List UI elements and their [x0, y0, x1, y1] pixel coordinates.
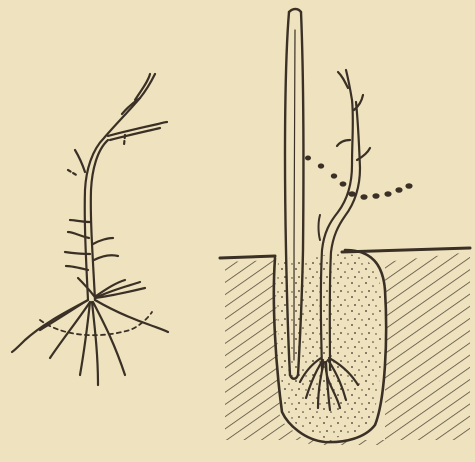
left-vine-figure [12, 74, 168, 385]
stake [285, 9, 303, 379]
stem-stub [319, 215, 321, 240]
right-planting-figure [220, 9, 470, 445]
